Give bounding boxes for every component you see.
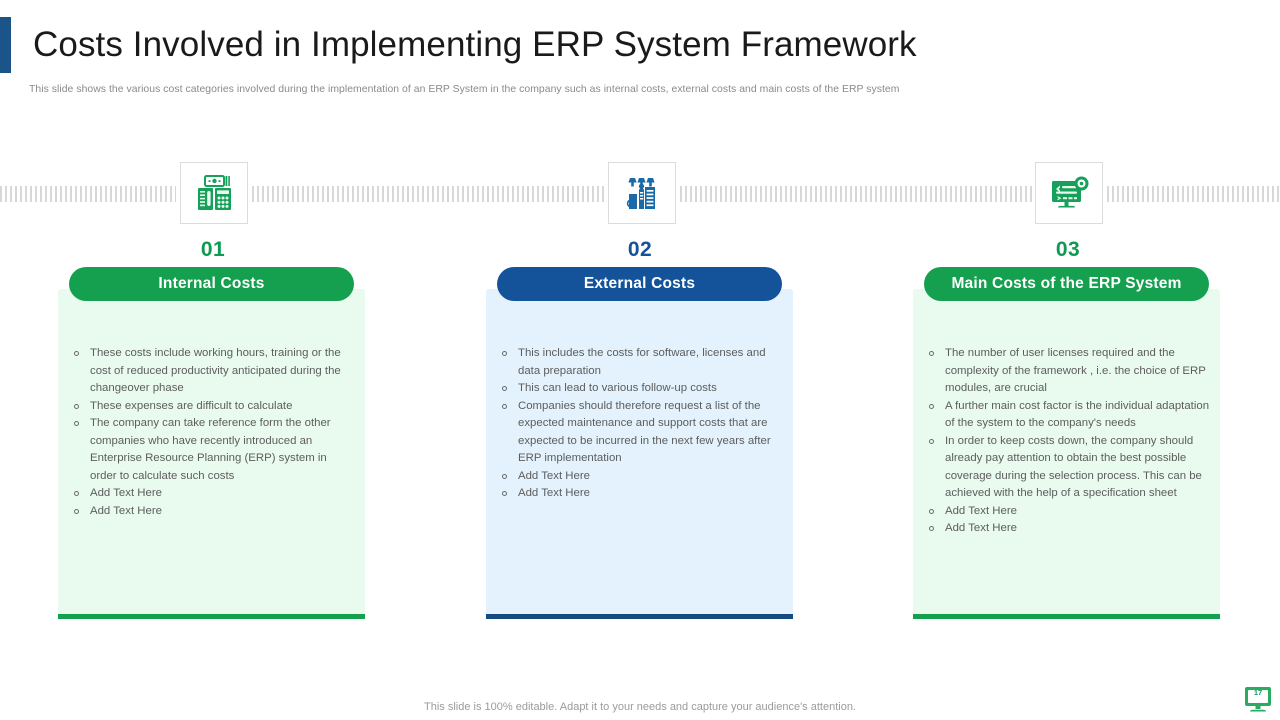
card-title-pill: Main Costs of the ERP System <box>924 267 1209 301</box>
page-number: 17 <box>1253 688 1263 697</box>
list-item: Add Text Here <box>72 485 355 503</box>
page-number-badge: 17 <box>1243 684 1273 714</box>
step-number-03: 03 <box>1055 238 1081 261</box>
factory-icon <box>621 172 663 214</box>
step-number-01: 01 <box>200 238 226 261</box>
list-item: Add Text Here <box>927 520 1210 538</box>
list-item: The number of user licenses required and… <box>927 345 1210 398</box>
title-accent-bar <box>0 17 11 73</box>
list-item: Add Text Here <box>927 503 1210 521</box>
cost-card-internal: These costs include working hours, train… <box>58 267 365 619</box>
card-title-pill: External Costs <box>497 267 782 301</box>
card-body: The number of user licenses required and… <box>913 289 1220 619</box>
list-item: Add Text Here <box>72 503 355 521</box>
card-title-pill: Internal Costs <box>69 267 354 301</box>
card-body: These costs include working hours, train… <box>58 289 365 619</box>
card-underline <box>486 614 793 619</box>
cost-card-main: The number of user licenses required and… <box>913 267 1220 619</box>
dashed-line-segment <box>1107 186 1280 202</box>
list-item: Add Text Here <box>500 468 783 486</box>
list-item: This can lead to various follow-up costs <box>500 380 783 398</box>
list-item: Add Text Here <box>500 485 783 503</box>
monitor-icon <box>1245 687 1271 712</box>
icon-tile-3[interactable] <box>1035 162 1103 224</box>
cash-calculator-icon <box>193 172 235 214</box>
dashed-line-segment <box>680 186 1032 202</box>
timeline-strip <box>0 186 1280 202</box>
dashed-line-segment <box>252 186 604 202</box>
list-item: The company can take reference form the … <box>72 415 355 485</box>
icon-tile-1[interactable] <box>180 162 248 224</box>
list-item: A further main cost factor is the indivi… <box>927 398 1210 433</box>
icon-tile-2[interactable] <box>608 162 676 224</box>
monitor-gear-icon <box>1048 172 1090 214</box>
page-title: Costs Involved in Implementing ERP Syste… <box>33 25 917 64</box>
list-item: This includes the costs for software, li… <box>500 345 783 380</box>
cost-card-external: This includes the costs for software, li… <box>486 267 793 619</box>
card-underline <box>913 614 1220 619</box>
list-item: These expenses are difficult to calculat… <box>72 398 355 416</box>
card-body: This includes the costs for software, li… <box>486 289 793 619</box>
card-underline <box>58 614 365 619</box>
list-item: These costs include working hours, train… <box>72 345 355 398</box>
step-number-02: 02 <box>627 238 653 261</box>
list-item: Companies should therefore request a lis… <box>500 398 783 468</box>
dashed-line-segment <box>0 186 176 202</box>
list-item: In order to keep costs down, the company… <box>927 433 1210 503</box>
bullet-list: This includes the costs for software, li… <box>500 345 783 503</box>
bullet-list: The number of user licenses required and… <box>927 345 1210 538</box>
page-subtitle: This slide shows the various cost catego… <box>29 84 900 95</box>
bullet-list: These costs include working hours, train… <box>72 345 355 520</box>
footer-note: This slide is 100% editable. Adapt it to… <box>424 701 856 713</box>
